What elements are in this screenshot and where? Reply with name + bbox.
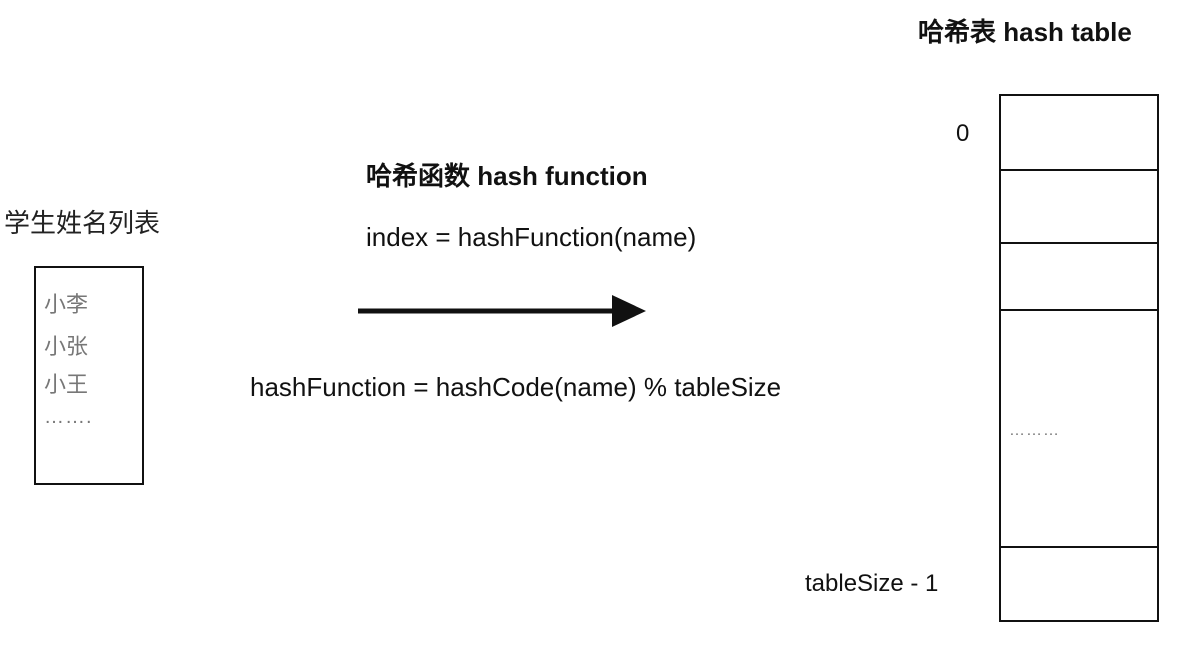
hash-table-title: 哈希表 hash table (918, 17, 1132, 47)
table-row-divider (1001, 309, 1157, 311)
student-name-ellipsis: ……. (44, 406, 93, 428)
hash-function-title: 哈希函数 hash function (366, 161, 648, 191)
hash-table: ……… (999, 94, 1159, 622)
student-name-item: 小李 (44, 292, 89, 317)
student-name-item: 小张 (44, 334, 89, 359)
student-name-list-box: 小李 小张 小王 ……. (34, 266, 144, 485)
first-index-label: 0 (956, 120, 970, 147)
student-list-title: 学生姓名列表 (4, 208, 161, 238)
last-index-label: tableSize - 1 (805, 570, 939, 597)
table-ellipsis: ……… (1009, 422, 1060, 439)
index-formula: index = hashFunction(name) (366, 222, 697, 252)
table-row-divider (1001, 169, 1157, 171)
mapping-arrow (358, 295, 646, 327)
table-row-divider (1001, 546, 1157, 548)
student-name-item: 小王 (44, 372, 89, 397)
table-row-divider (1001, 242, 1157, 244)
hash-function-definition: hashFunction = hashCode(name) % tableSiz… (250, 372, 782, 402)
